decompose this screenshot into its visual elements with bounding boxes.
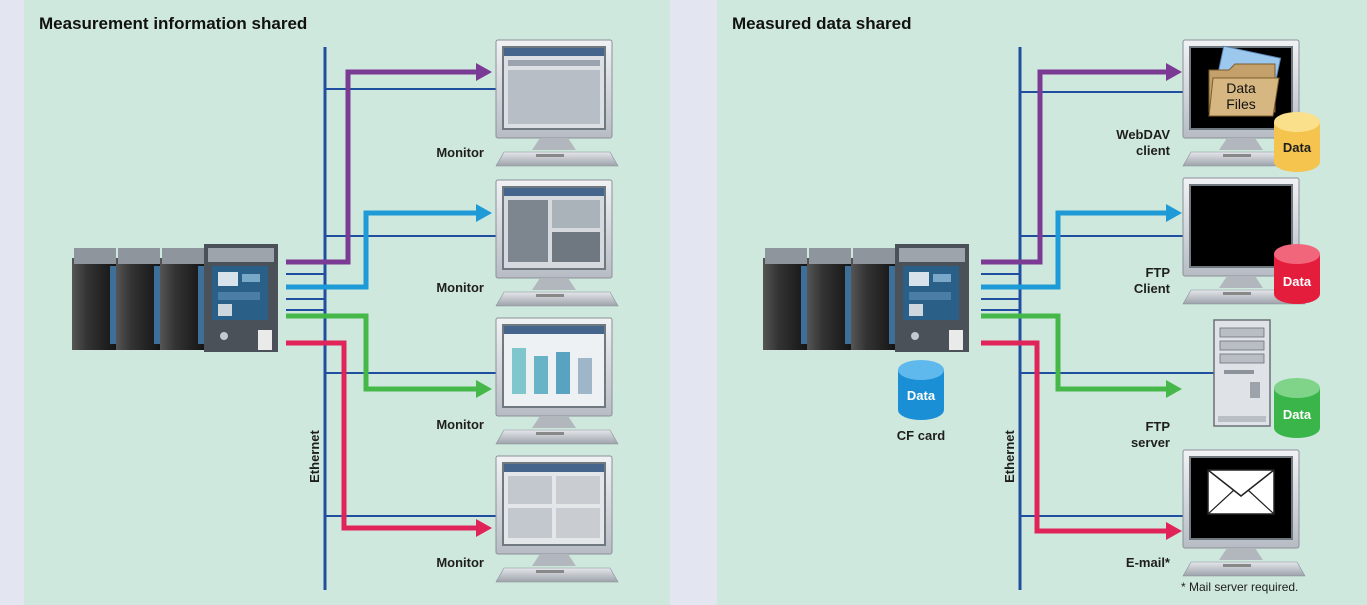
data-cylinder-icon (1274, 112, 1320, 172)
network-diagram-right (763, 39, 1320, 590)
data-cylinder-icon (1274, 244, 1320, 304)
label-line: FTP (1145, 419, 1170, 434)
email-label: E-mail* (1125, 555, 1170, 570)
monitor-label: Monitor (436, 555, 484, 570)
route-blue (286, 210, 476, 290)
measurement-info-panel: Measurement information shared (24, 0, 670, 605)
ethernet-label: Ethernet (306, 430, 322, 483)
cylinder-label: Data (1282, 274, 1312, 289)
data-logger-icon (72, 244, 278, 352)
label-line: Client (1133, 281, 1170, 296)
ethernet-label: Ethernet (1001, 430, 1017, 483)
folder-label-line2: Files (1226, 96, 1256, 112)
data-cylinder-icon (1274, 378, 1320, 438)
cylinder-label: Data (906, 388, 936, 403)
data-logger-icon (763, 244, 969, 352)
panel-title: Measured data shared (732, 14, 912, 33)
folder-label: Data Files (1211, 80, 1271, 112)
label-line: client (1136, 143, 1170, 158)
monitor-label: Monitor (436, 417, 484, 432)
monitor-label: Monitor (436, 145, 484, 160)
measured-data-panel: Measured data shared (717, 0, 1367, 605)
folder-label-line1: Data (1226, 80, 1256, 96)
data-cylinder-icon (898, 360, 944, 420)
label-line: server (1130, 435, 1170, 450)
webdav-client-label: WebDAV client (1097, 127, 1170, 159)
route-purple (286, 69, 476, 265)
server-tower-icon (1213, 319, 1271, 427)
ftp-server-label: FTP server (1097, 419, 1170, 451)
cylinder-label: Data (1282, 407, 1312, 422)
panel-title: Measurement information shared (39, 14, 308, 33)
ftp-client-label: FTP Client (1097, 265, 1170, 297)
folder-icon (1208, 45, 1282, 117)
route-green (286, 313, 476, 392)
monitor-icon (495, 39, 619, 167)
monitor-icon (495, 317, 619, 445)
monitor-icon (495, 179, 619, 307)
cf-card-label: CF card (896, 428, 946, 443)
cylinder-label: Data (1282, 140, 1312, 155)
monitor-label: Monitor (436, 280, 484, 295)
label-line: WebDAV (1116, 127, 1170, 142)
monitor-icon (495, 455, 619, 583)
footnote: * Mail server required. (1181, 580, 1299, 594)
envelope-icon (1207, 469, 1275, 515)
route-red (286, 340, 476, 531)
label-line: FTP (1145, 265, 1170, 280)
network-diagram-left (72, 39, 619, 590)
